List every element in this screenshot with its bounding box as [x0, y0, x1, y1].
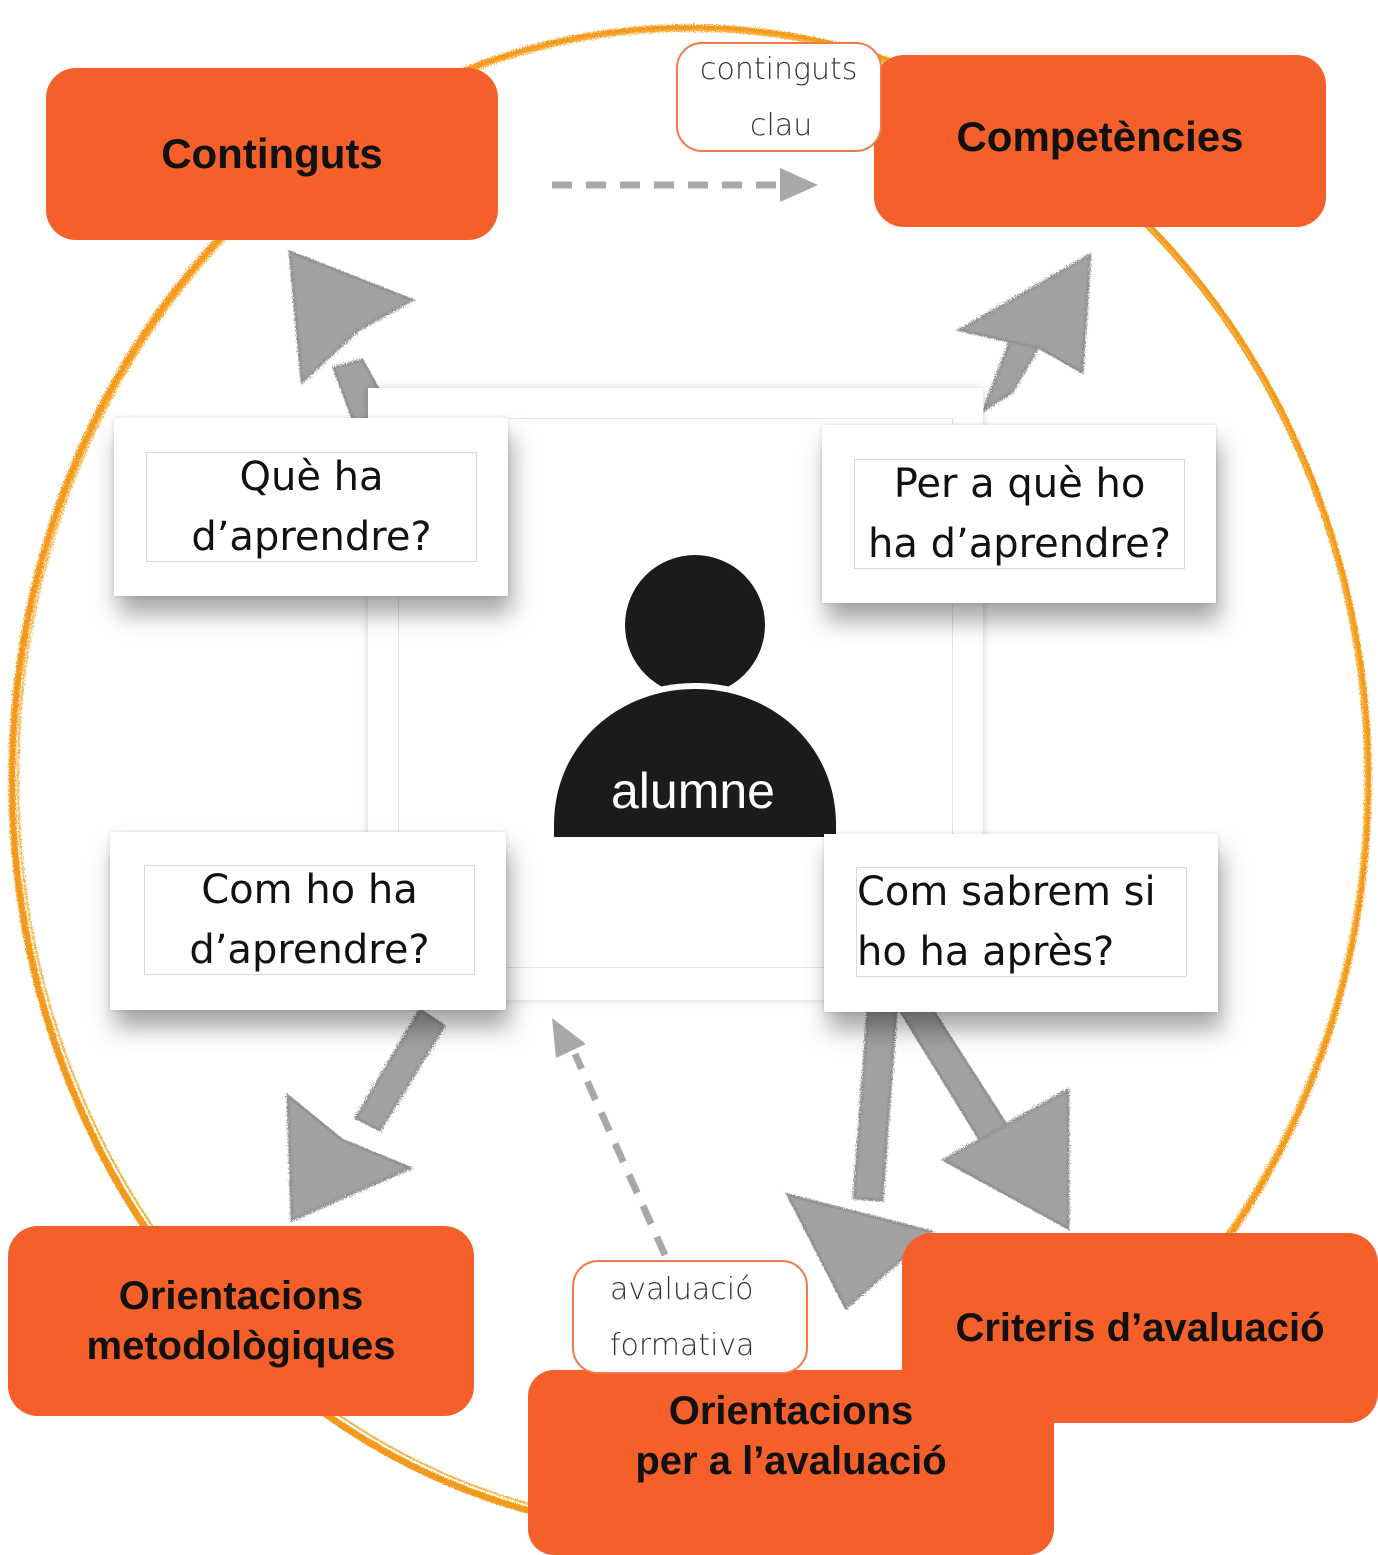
dashed-arrow-avaluacio-formativa	[552, 1018, 669, 1257]
box-orientacions-avaluacio: Orientacions per a l’avaluació	[528, 1370, 1054, 1555]
question-card-com: Com ho ha d’aprendre?	[110, 832, 506, 1010]
arrow-to-orientacions-metodologiques	[286, 1007, 447, 1223]
student-label: alumne	[611, 763, 775, 819]
box-orientacions-avaluacio-line-1: Orientacions	[668, 1389, 914, 1433]
question-per-a-que-line-1: Per a què ho	[893, 461, 1146, 507]
question-card-que: Què ha d’aprendre?	[114, 418, 508, 596]
box-continguts-label: Continguts	[161, 129, 383, 177]
note-avaluacio-formativa-line-2: formativa	[610, 1328, 755, 1363]
question-card-que-frame: Què ha d’aprendre?	[146, 452, 477, 562]
question-card-com-sabrem-frame: Com sabrem si ho ha après?	[856, 867, 1187, 977]
question-per-a-que-line-2: ha d’aprendre?	[868, 521, 1171, 567]
box-orientacions-avaluacio-line-2: per a l’avaluació	[635, 1439, 947, 1483]
box-orientacions-metodologiques-line-2: metodològiques	[86, 1324, 396, 1368]
arrow-to-competencies	[955, 252, 1092, 414]
note-avaluacio-formativa-line-1: avaluació	[610, 1272, 754, 1307]
question-que-line-2: d’aprendre?	[191, 514, 432, 560]
question-com-line-1: Com ho ha	[201, 867, 418, 913]
question-com-line-2: d’aprendre?	[189, 927, 430, 973]
box-orientacions-metodologiques-line-1: Orientacions	[118, 1274, 364, 1318]
question-card-per-a-que: Per a què ho ha d’aprendre?	[822, 425, 1216, 603]
box-orientacions-metodologiques: Orientacions metodològiques	[8, 1226, 474, 1416]
note-continguts-clau-line-1: continguts	[700, 52, 858, 87]
box-continguts: Continguts	[46, 68, 498, 240]
question-que-line-1: Què ha	[239, 454, 384, 500]
note-continguts-clau-line-2: clau	[750, 108, 813, 143]
arrow-to-criteris-avaluacio-2	[897, 1004, 1070, 1231]
center-panel-frame	[398, 418, 953, 968]
question-com-sabrem-line-1: Com sabrem si	[857, 869, 1156, 915]
box-criteris-avaluacio-label: Criteris d’avaluació	[955, 1306, 1325, 1350]
question-com-sabrem-line-2: ho ha après?	[857, 929, 1115, 975]
note-continguts-clau: continguts clau	[676, 42, 882, 152]
question-card-com-sabrem: Com sabrem si ho ha après?	[824, 834, 1218, 1012]
box-competencies: Competències	[874, 55, 1326, 227]
box-competencies-label: Competències	[956, 113, 1244, 160]
dashed-arrow-continguts-competencies	[552, 168, 818, 202]
question-card-com-frame: Com ho ha d’aprendre?	[144, 865, 475, 975]
question-card-per-a-que-frame: Per a què ho ha d’aprendre?	[854, 459, 1185, 569]
student-person-icon	[548, 555, 842, 840]
note-avaluacio-formativa: avaluació formativa	[572, 1260, 808, 1374]
